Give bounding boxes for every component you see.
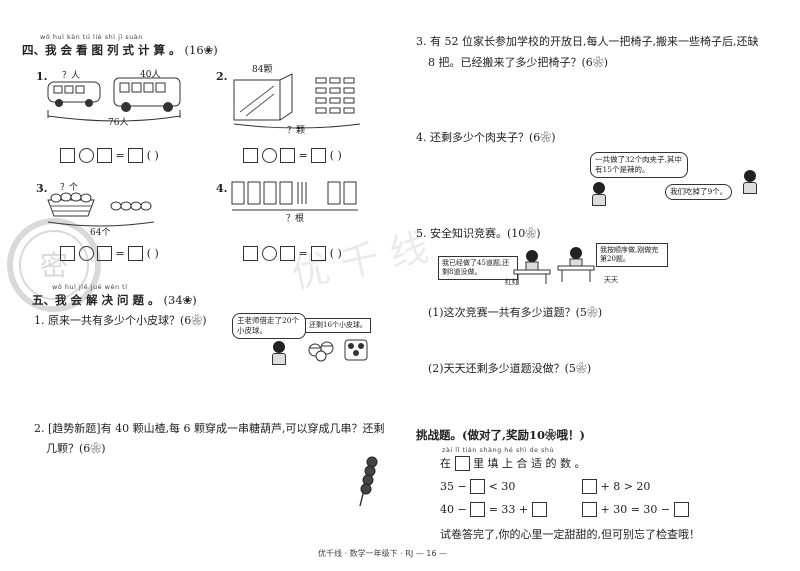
r-q3-line1: 3. 有 52 位家长参加学校的开放日,每人一把椅子,搬来一些椅子后,还缺 bbox=[416, 35, 759, 48]
q2-box-illustration bbox=[233, 73, 361, 129]
eq3-answer-box-1[interactable] bbox=[470, 502, 486, 517]
q4-label-q: ？根 bbox=[286, 214, 305, 224]
r-q5-text: 5. 安全知识竞赛。(10❀) bbox=[416, 227, 541, 240]
q3-label-q: ？个 bbox=[60, 183, 79, 193]
s5-q1-box: 还剩16个小皮球。 bbox=[305, 318, 371, 333]
section4-title: 四、我 会 看 图 列 式 计 算 。 (16❀) bbox=[22, 42, 218, 58]
q3-operator-circle[interactable] bbox=[78, 246, 94, 261]
eq1-answer-box[interactable] bbox=[470, 479, 486, 494]
r-q5-box-right: 我按顺序做,刚做完第20题。 bbox=[596, 243, 668, 267]
svg-text:密: 密 bbox=[40, 249, 68, 282]
q4-equals: = bbox=[298, 247, 308, 260]
eq4-mid: + 30 = 30 − bbox=[600, 503, 671, 516]
q2-equals: = bbox=[298, 149, 308, 162]
eq3-mid: = 33 + bbox=[488, 503, 529, 516]
desks-illustration bbox=[513, 247, 595, 284]
challenge-title: 挑战题。(做对了,奖励10❀哦！) bbox=[416, 428, 585, 442]
section5-title: 五、我 会 解 决 问 题 。 (34❀) bbox=[32, 292, 197, 308]
challenge-eq1: 35 − < 30 bbox=[440, 479, 515, 494]
q1-operator-circle[interactable] bbox=[78, 148, 94, 163]
r-q3-line2: 8 把。已经搬来了多少把椅子？(6❀) bbox=[428, 56, 609, 69]
r-q5-name-right: 天天 bbox=[604, 276, 618, 284]
eq1-left: 35 − bbox=[440, 480, 467, 493]
q3-total: 64个 bbox=[90, 228, 111, 238]
section4-title-text: 四、我 会 看 图 列 式 计 算 。 bbox=[22, 43, 181, 57]
challenge-eq4: + 30 = 30 − bbox=[582, 502, 689, 517]
s5-q1-text: 1. 原来一共有多少个小皮球？(6❀) bbox=[34, 314, 207, 327]
q1-answer-box-1[interactable] bbox=[60, 148, 75, 163]
s5-q2-line2: 几颗？(6❀) bbox=[46, 442, 106, 455]
q1-vehicles-illustration bbox=[47, 77, 181, 122]
brand-watermark: 优 千 线 bbox=[287, 225, 432, 297]
eq4-answer-box-2[interactable] bbox=[673, 502, 689, 517]
q4-operator-circle[interactable] bbox=[261, 246, 277, 261]
page-footer: 优千线 · 数学一年级下 · RJ — 16 — bbox=[318, 549, 447, 558]
q3-equation: = ( ) bbox=[60, 246, 159, 261]
section4-score: (16❀) bbox=[184, 43, 218, 57]
section5-pinyin: wǒ huì jiě jué wèn tí bbox=[52, 283, 128, 291]
q2-unit-paren: ( ) bbox=[329, 149, 342, 162]
section5-title-text: 五、我 会 解 决 问 题 。 bbox=[32, 293, 160, 307]
q4-answer-box-2[interactable] bbox=[280, 246, 295, 261]
q1-answer-box-3[interactable] bbox=[128, 148, 144, 163]
s5-q2-line1: 2. [趋势新题]有 40 颗山楂,每 6 颗穿成一串糖葫芦,可以穿成几串？还剩 bbox=[34, 422, 385, 435]
r-q4-text: 4. 还剩多少个肉夹子？(6❀) bbox=[416, 131, 556, 144]
q2-label-box: 84颗 bbox=[252, 65, 273, 75]
q2-equation: = ( ) bbox=[243, 148, 342, 163]
eq3-left: 40 − bbox=[440, 503, 467, 516]
section5-score: (34❀) bbox=[163, 293, 197, 307]
r-q5-name-left: 红红 bbox=[505, 278, 519, 286]
r-q5-sub1: (1)这次竞赛一共有多少道题？(5❀) bbox=[428, 306, 603, 319]
eq3-answer-box-2[interactable] bbox=[531, 502, 547, 517]
q4-answer-box-1[interactable] bbox=[243, 246, 258, 261]
challenge-instr-a: 在 bbox=[440, 457, 451, 470]
challenge-instr-b: 里 填 上 合 适 的 数 。 bbox=[473, 457, 586, 470]
eq4-answer-box-1[interactable] bbox=[582, 502, 597, 517]
q3-answer-box-3[interactable] bbox=[128, 246, 144, 261]
q4-sticks-illustration bbox=[231, 181, 358, 211]
challenge-eq3: 40 − = 33 + bbox=[440, 502, 547, 517]
eq1-right: < 30 bbox=[488, 480, 516, 493]
q1-equals: = bbox=[115, 149, 125, 162]
q1-total: 76人 bbox=[108, 118, 129, 128]
q4-number: 4. bbox=[216, 182, 228, 195]
section4-pinyin: wǒ huì kàn tú liè shì jì suàn bbox=[40, 33, 143, 41]
q1-answer-box-2[interactable] bbox=[97, 148, 112, 163]
seal-watermark-icon: 密 bbox=[7, 218, 101, 312]
q3-equals: = bbox=[115, 247, 125, 260]
balls-illustration bbox=[308, 339, 368, 362]
tanghulu-icon bbox=[359, 456, 378, 507]
q2-operator-circle[interactable] bbox=[261, 148, 277, 163]
q1-label-left: ？人 bbox=[62, 71, 81, 81]
eq2-answer-box[interactable] bbox=[582, 479, 597, 494]
q1-unit-paren: ( ) bbox=[146, 149, 159, 162]
challenge-instruction: 在 里 填 上 合 适 的 数 。 bbox=[440, 455, 585, 471]
q1-number: 1. bbox=[36, 70, 48, 83]
q2-answer-box-2[interactable] bbox=[280, 148, 295, 163]
q2-label-q: ？颗 bbox=[287, 126, 306, 136]
r-q4-bubble1: 一共做了32个肉夹子,其中有15个是辣的。 bbox=[590, 152, 688, 178]
q4-answer-box-3[interactable] bbox=[311, 246, 327, 261]
q4-unit-paren: ( ) bbox=[329, 247, 342, 260]
q2-number: 2. bbox=[216, 70, 228, 83]
r-q4-bubble2: 我们吃掉了9个。 bbox=[665, 184, 733, 200]
q2-answer-box-3[interactable] bbox=[311, 148, 327, 163]
q3-unit-paren: ( ) bbox=[146, 247, 159, 260]
r-q5-sub2: (2)天天还剩多少道题没做？(5❀) bbox=[428, 362, 592, 375]
instr-sample-box bbox=[454, 455, 470, 471]
challenge-eq2: + 8 > 20 bbox=[582, 479, 650, 494]
r-q5-box-left: 我已经做了45道题,还剩8道没做。 bbox=[438, 256, 518, 280]
q1-equation: = ( ) bbox=[60, 148, 159, 163]
q1-label-bus: 40人 bbox=[140, 70, 161, 80]
q3-answer-box-1[interactable] bbox=[60, 246, 75, 261]
eq2-right: + 8 > 20 bbox=[600, 480, 651, 493]
q2-answer-box-1[interactable] bbox=[243, 148, 258, 163]
s5-q1-bubble: 王老师借走了20个小皮球。 bbox=[232, 313, 306, 339]
q4-equation: = ( ) bbox=[243, 246, 342, 261]
challenge-pinyin: zài lǐ tián shàng hé shì de shù bbox=[442, 446, 555, 454]
q3-number: 3. bbox=[36, 182, 48, 195]
challenge-closing: 试卷答完了,你的心里一定甜甜的,但可别忘了检查哦！ bbox=[440, 528, 700, 541]
q3-eggs-illustration bbox=[47, 192, 155, 227]
